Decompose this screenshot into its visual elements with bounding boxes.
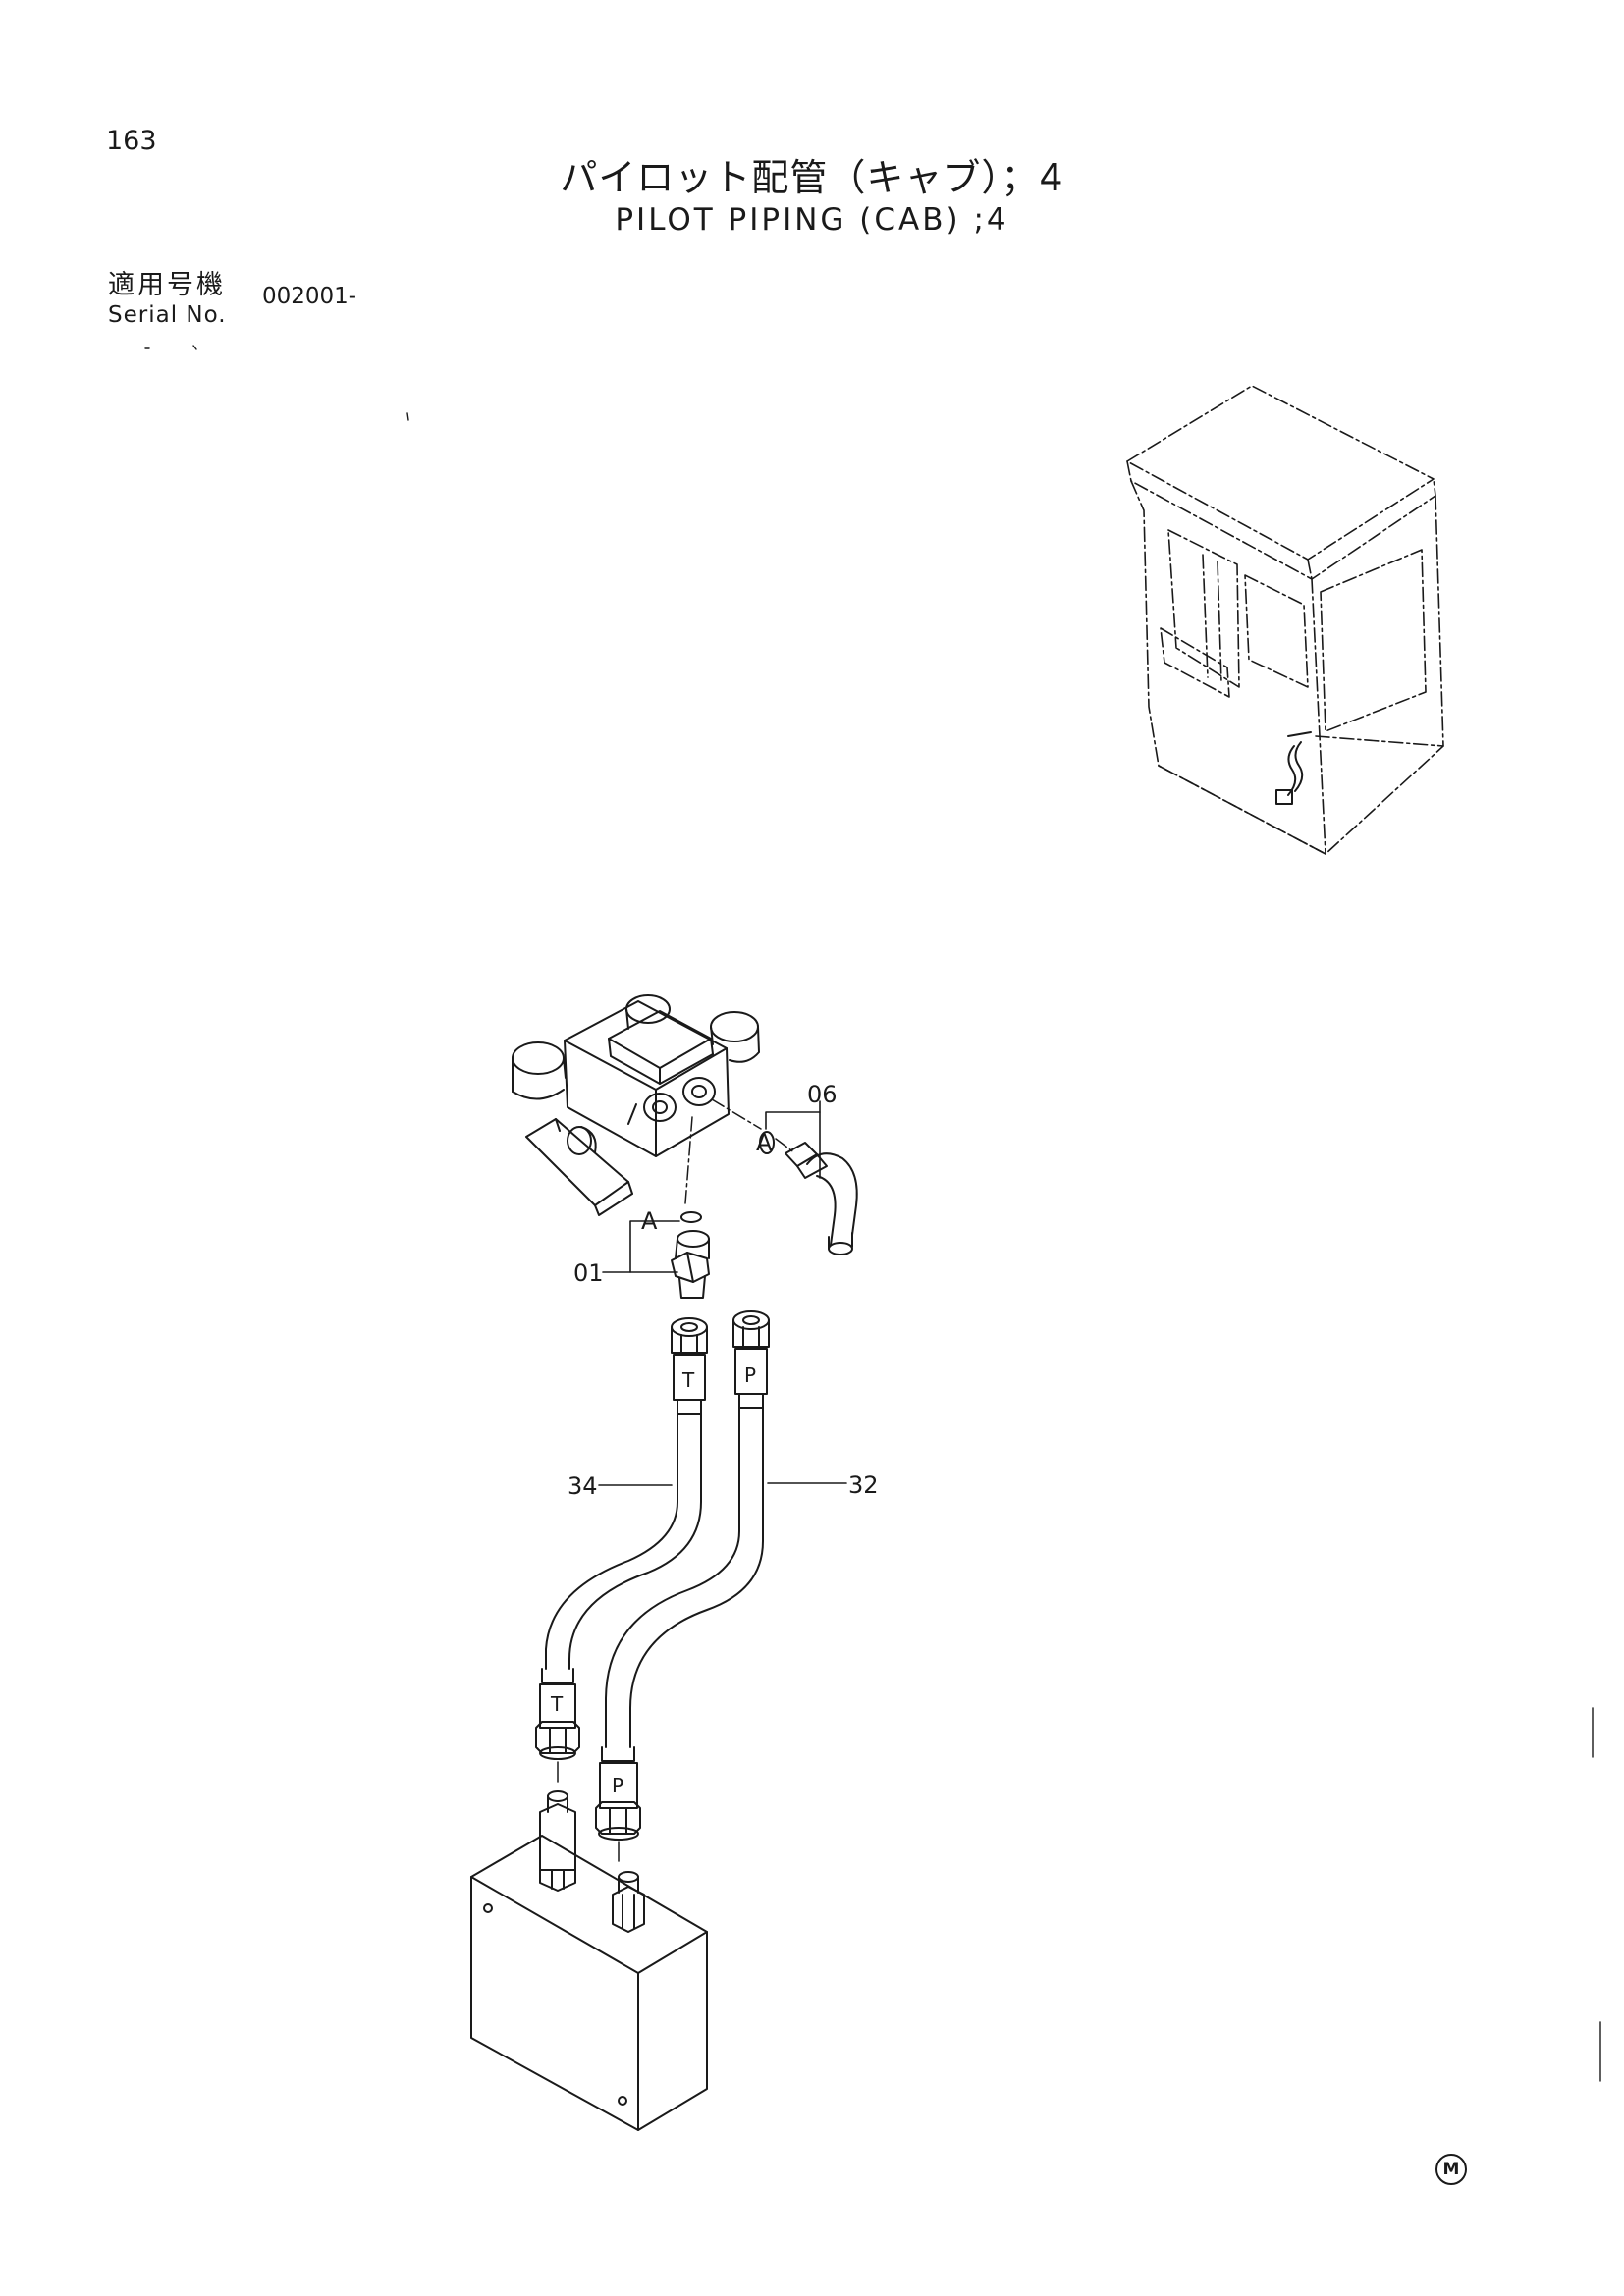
elbow-fitting-06 bbox=[785, 1142, 858, 1255]
hose-tag-t-upper: T bbox=[681, 1368, 695, 1392]
hose-lower-fitting-t bbox=[535, 1668, 580, 1760]
scan-specks bbox=[144, 345, 1601, 2082]
serial-label-japanese: 適用号機 bbox=[108, 270, 226, 300]
cab-valve-location-marker bbox=[1275, 731, 1312, 805]
hose-lower-fitting-p bbox=[595, 1746, 641, 1841]
callout-01: 01 bbox=[573, 1259, 604, 1287]
page-title-japanese: パイロット配管（キャブ）；4 bbox=[560, 156, 1064, 199]
serial-number-value: 002001- bbox=[262, 284, 357, 309]
registered-mark: M bbox=[1435, 2154, 1467, 2185]
hose-upper-fitting-t bbox=[671, 1317, 708, 1415]
o-ring-side bbox=[759, 1131, 775, 1154]
fitting-centerlines bbox=[557, 1761, 620, 1862]
serial-label-english: Serial No. bbox=[108, 302, 227, 328]
hose-34-tank bbox=[545, 1413, 702, 1670]
callout-06: 06 bbox=[807, 1081, 838, 1108]
o-ring-lower bbox=[680, 1211, 702, 1223]
hose-tag-p-upper: P bbox=[744, 1363, 756, 1387]
straight-fitting-01 bbox=[671, 1230, 710, 1299]
callout-a-upper: A bbox=[756, 1129, 773, 1156]
port-centerlines bbox=[684, 1098, 796, 1204]
hose-tag-t-lower: T bbox=[550, 1692, 564, 1716]
cab-illustration bbox=[1126, 385, 1444, 855]
manifold-block bbox=[470, 1790, 708, 2131]
page-title-english: PILOT PIPING (CAB) ;4 bbox=[615, 202, 1009, 238]
callout-leaders bbox=[598, 1100, 847, 1486]
hose-upper-fitting-p bbox=[732, 1310, 770, 1409]
hose-32-pump bbox=[605, 1407, 764, 1748]
hose-tag-p-lower: P bbox=[612, 1774, 623, 1797]
callout-a-lower: A bbox=[641, 1207, 658, 1235]
callout-34: 34 bbox=[568, 1472, 598, 1500]
pilot-valve-body bbox=[512, 994, 760, 1216]
callout-32: 32 bbox=[848, 1471, 879, 1499]
page-number: 163 bbox=[106, 126, 157, 156]
